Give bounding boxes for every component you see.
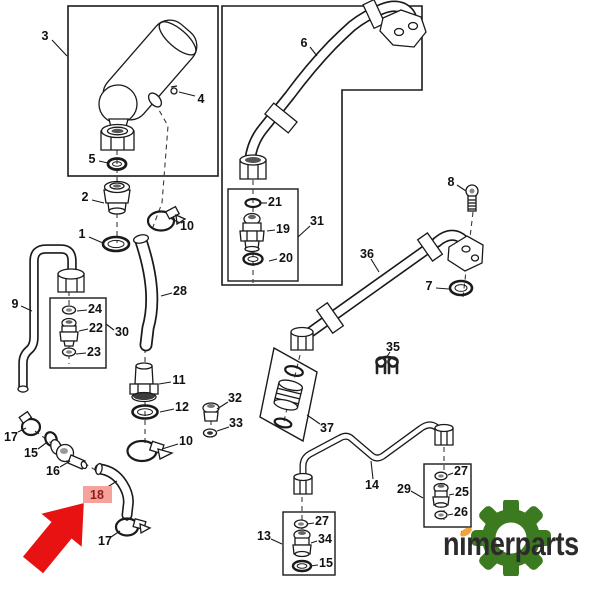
part-oring-5 — [106, 157, 128, 171]
callout-14: 14 — [365, 478, 379, 492]
part-oring-20 — [242, 252, 264, 266]
callout-10a: 10 — [180, 219, 194, 233]
group-box-31 — [227, 188, 299, 282]
callout-3: 3 — [42, 29, 49, 43]
callout-17a: 17 — [4, 430, 18, 444]
group-box-hose-assembly — [221, 5, 423, 286]
highlight-box-18 — [83, 486, 112, 503]
part-fitting-22 — [59, 317, 79, 347]
callout-37: 37 — [320, 421, 334, 435]
group-box-13 — [282, 511, 336, 576]
callout-labels: 3 4 5 2 1 6 10 21 19 20 31 8 36 7 9 24 2… — [4, 29, 469, 570]
callout-5: 5 — [89, 152, 96, 166]
callout-31: 31 — [310, 214, 324, 228]
callout-15a: 15 — [24, 446, 38, 460]
part-hose-28 — [132, 234, 159, 352]
part-washer-24 — [61, 305, 77, 315]
part-oring-21 — [244, 197, 262, 209]
callout-16: 16 — [46, 464, 60, 478]
callout-6: 6 — [301, 36, 308, 50]
part-fitting-19 — [239, 212, 265, 253]
part-oring-7 — [448, 279, 474, 297]
callout-36: 36 — [360, 247, 374, 261]
part-hose-6 — [239, 0, 427, 180]
part-washer-27-box13 — [293, 519, 309, 529]
callout-29: 29 — [397, 482, 411, 496]
callout-1: 1 — [79, 227, 86, 241]
part-clamp-10-lower — [126, 439, 174, 463]
part-clamp-17-lower — [114, 517, 152, 537]
part-oring-1 — [101, 235, 131, 253]
part-washer-33 — [202, 428, 218, 438]
part-hose-18 — [94, 462, 134, 521]
gear-logo-icon — [471, 500, 551, 576]
part-fitting-37-contents — [273, 365, 304, 429]
callout-19: 19 — [276, 222, 290, 236]
red-pointer-arrow — [22, 503, 84, 574]
callout-27b: 27 — [315, 514, 329, 528]
part-oring-15-box13 — [291, 559, 313, 573]
callout-23: 23 — [87, 345, 101, 359]
callout-27a: 27 — [454, 464, 468, 478]
callout-17b: 17 — [98, 534, 112, 548]
callout-13: 13 — [257, 529, 271, 543]
part-washer-27-box29 — [434, 471, 448, 481]
part-fitting-34 — [292, 529, 312, 558]
callout-24: 24 — [88, 302, 102, 316]
callout-8: 8 — [448, 175, 455, 189]
part-tube-9 — [17, 244, 85, 393]
callout-7: 7 — [426, 279, 433, 293]
callout-33: 33 — [229, 416, 243, 430]
part-washer-26 — [434, 510, 448, 520]
callout-4: 4 — [198, 92, 205, 106]
part-fitting-25 — [432, 482, 450, 508]
part-fitting-2 — [103, 180, 131, 215]
callout-leader-lines — [17, 39, 467, 567]
part-fitting-11 — [129, 362, 159, 403]
part-clip-35 — [375, 355, 399, 375]
callout-9: 9 — [12, 297, 19, 311]
callout-34: 34 — [318, 532, 332, 546]
part-oring-12 — [131, 404, 159, 420]
callout-22: 22 — [89, 321, 103, 335]
group-box-37 — [259, 346, 318, 443]
brand-logo: nimerparts — [443, 500, 600, 576]
callout-15b: 15 — [319, 556, 333, 570]
part-washer-23 — [61, 347, 77, 357]
callout-20: 20 — [279, 251, 293, 265]
callout-2: 2 — [82, 190, 89, 204]
part-plug-32 — [202, 402, 220, 422]
callout-21: 21 — [268, 195, 282, 209]
part-connector-16 — [50, 439, 88, 470]
callout-26: 26 — [454, 505, 468, 519]
group-box-30 — [49, 297, 107, 369]
callout-12: 12 — [175, 400, 189, 414]
callout-35: 35 — [386, 340, 400, 354]
callout-18: 18 — [90, 488, 104, 502]
part-bolt-8 — [465, 184, 479, 212]
callout-32: 32 — [228, 391, 242, 405]
callout-10b: 10 — [179, 434, 193, 448]
callout-28: 28 — [173, 284, 187, 298]
group-box-29 — [423, 463, 472, 528]
part-canister — [98, 19, 198, 151]
part-hose-36 — [290, 229, 484, 351]
callout-25: 25 — [455, 485, 469, 499]
part-vent-screw — [170, 85, 178, 95]
part-pipe-14 — [293, 421, 454, 495]
part-clamp-17-upper — [18, 410, 42, 437]
callout-11: 11 — [172, 373, 185, 387]
logo-i-accent-icon — [460, 527, 472, 537]
callout-30: 30 — [115, 325, 129, 339]
group-box-filter-assembly — [67, 5, 219, 177]
